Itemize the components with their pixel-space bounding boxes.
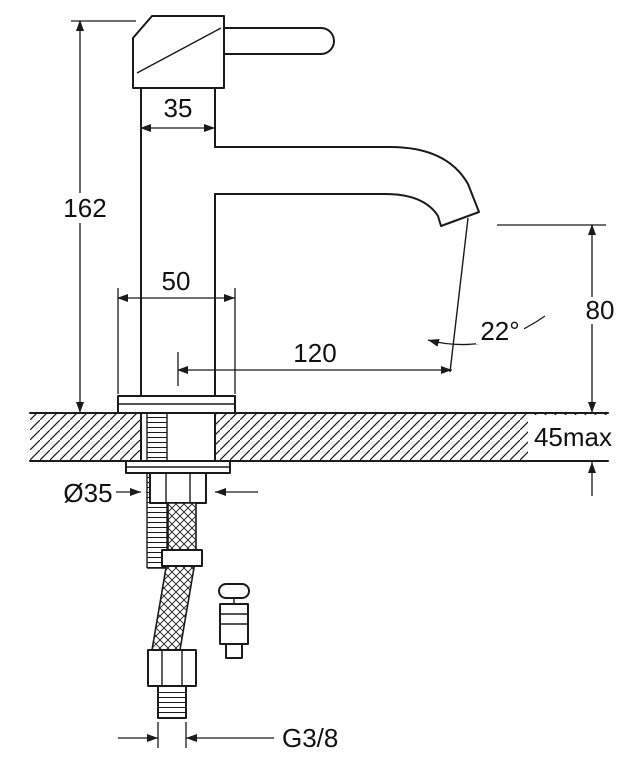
faucet-spout-fill [215, 147, 479, 226]
label-mask-overall-height [60, 193, 110, 223]
hose-end-tube-thread [159, 690, 185, 716]
faucet-handle-cap [132, 15, 225, 89]
countertop-hatch-left [30, 413, 141, 461]
countertop-section [29, 412, 609, 462]
label-mask-deck-thickness [528, 415, 618, 460]
handle-cap-joint-line [136, 27, 222, 74]
mounting-assembly [125, 413, 231, 569]
supply-hose [147, 502, 203, 719]
label-mask-outlet-height [579, 297, 620, 324]
shutoff-valve [218, 583, 250, 659]
dimension-annotations: 35 162 50 120 22° 80 45max Ø35 G3/8 [60, 20, 620, 753]
dim-label-outlet-height: 80 [586, 295, 615, 325]
dim-label-connection-thread: G3/8 [282, 723, 338, 753]
water-stream [449, 217, 469, 373]
faucet-spout [214, 146, 480, 227]
dim-label-body-width: 35 [164, 93, 193, 123]
dim-label-stream-angle: 22° [480, 316, 519, 346]
dim-label-deck-thickness: 45max [534, 422, 612, 452]
label-mask-stream-angle [476, 317, 524, 344]
valve-outlet-tube [225, 643, 243, 659]
faucet-body-fill [141, 88, 215, 396]
dim-label-spout-reach: 120 [293, 338, 336, 368]
faucet-outline [117, 15, 480, 414]
dim-label-hole-diameter: Ø35 [63, 478, 112, 508]
hose-end-nut [147, 649, 197, 687]
dim-label-overall-height: 162 [63, 193, 106, 223]
water-stream-line [449, 217, 469, 373]
hose-collar [161, 549, 203, 567]
valve-handle [218, 583, 250, 599]
dim-label-base-width: 50 [162, 266, 191, 296]
faucet-lever [223, 27, 335, 55]
mounting-nut [149, 472, 207, 504]
